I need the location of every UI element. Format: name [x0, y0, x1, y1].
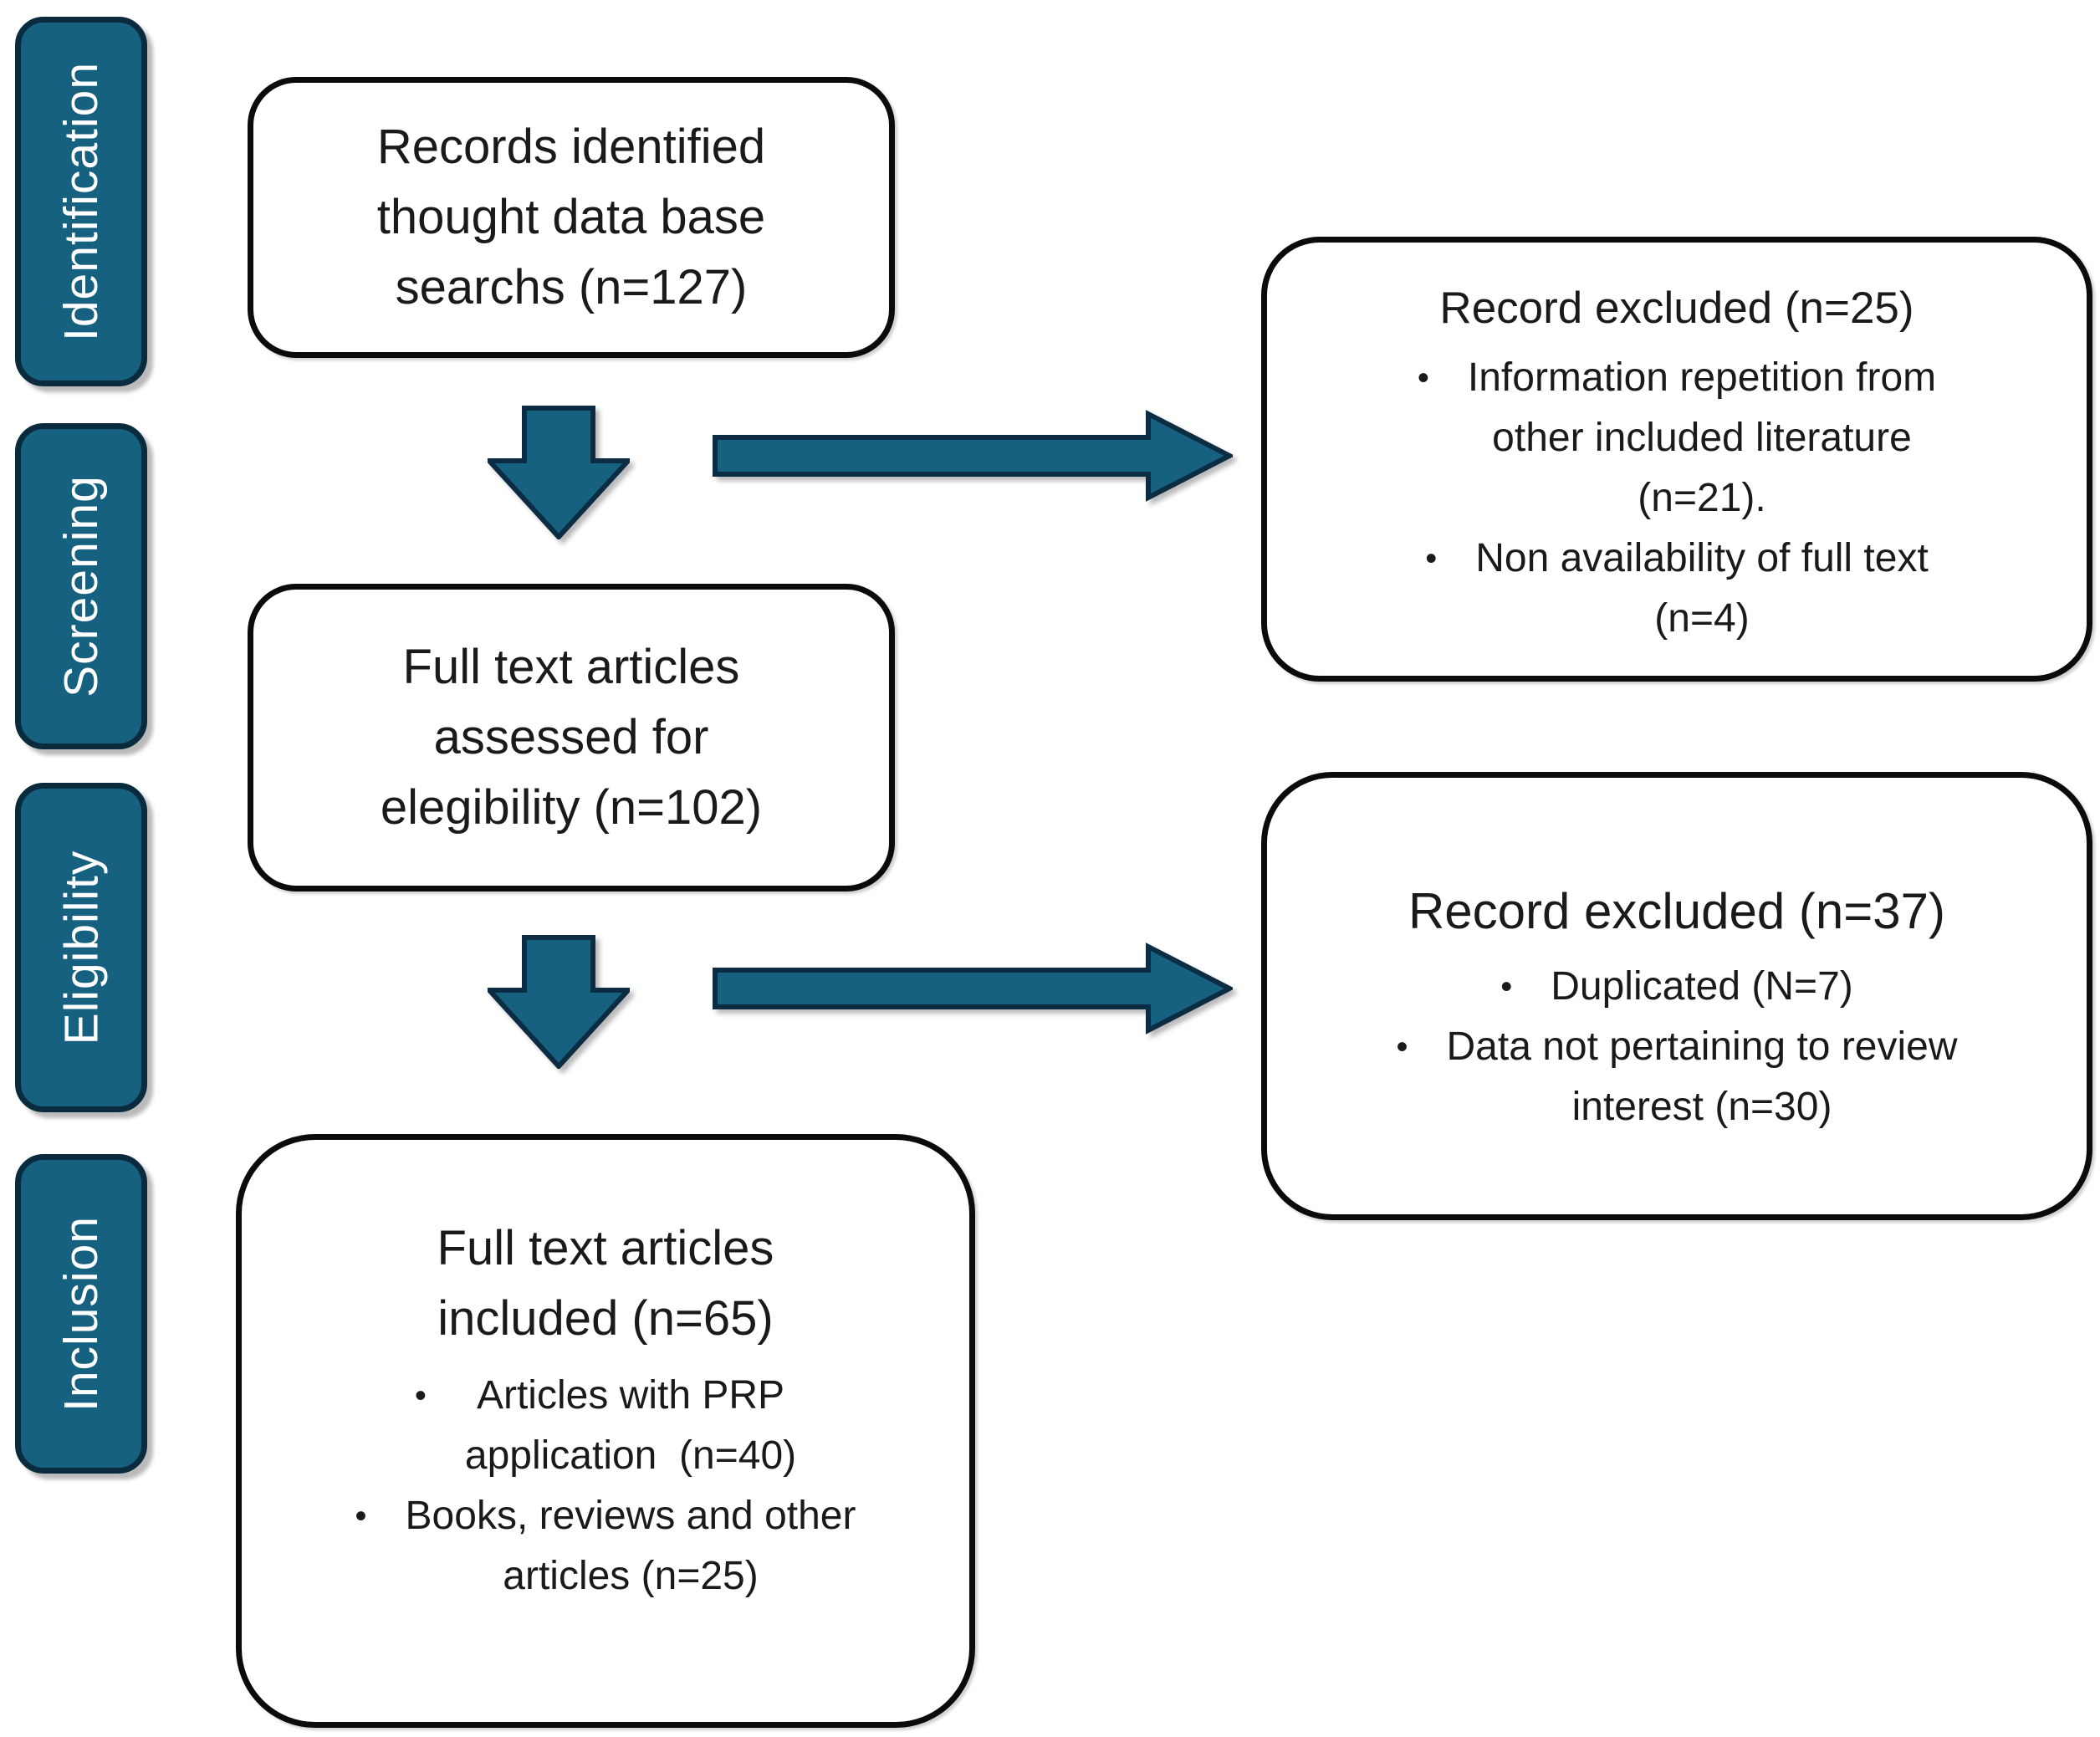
list-item: • Non availability of full text (n=4): [1289, 529, 2065, 649]
records-identified-box: Records identified thought data base sea…: [248, 77, 895, 358]
list-item-text: Data not pertaining to review interest (…: [1446, 1024, 1958, 1129]
right-arrow-icon: [713, 410, 1233, 502]
list-item: • Data not pertaining to review interest…: [1289, 1017, 2065, 1137]
records-identified-text: Records identified thought data base sea…: [376, 119, 766, 315]
fulltext-included-bullets: • Articles with PRP application (n=40) •…: [267, 1366, 944, 1607]
list-item-text: Articles with PRP application (n=40): [464, 1373, 797, 1479]
list-item: • Information repetition from other incl…: [1289, 348, 2065, 529]
bullet-icon: •: [414, 1377, 427, 1415]
list-item-text: Books, reviews and other articles (n=25): [405, 1494, 856, 1599]
records-excluded-screening-box: Record excluded (n=25) • Information rep…: [1261, 237, 2092, 682]
stage-screening: Screening: [15, 423, 147, 749]
fulltext-assessed-box: Full text articles assessed for elegibil…: [248, 584, 895, 891]
list-item: • Duplicated (N=7): [1289, 957, 2065, 1017]
stage-identification-label: Identification: [54, 61, 109, 342]
list-item: • Articles with PRP application (n=40): [267, 1366, 944, 1486]
stage-eligibility-label: Eligibility: [54, 850, 108, 1045]
right-arrow-icon: [713, 943, 1233, 1035]
fulltext-included-box: Full text articles included (n=65) • Art…: [236, 1134, 975, 1728]
list-item: • Books, reviews and other articles (n=2…: [267, 1486, 944, 1607]
list-item-text: Duplicated (N=7): [1551, 964, 1853, 1009]
stage-inclusion-label: Inclusion: [54, 1216, 108, 1412]
records-excluded-eligibility-title: Record excluded (n=37): [1408, 883, 1946, 939]
bullet-icon: •: [355, 1498, 367, 1535]
stage-screening-label: Screening: [54, 475, 109, 697]
stage-inclusion: Inclusion: [15, 1154, 147, 1474]
records-excluded-eligibility-bullets: • Duplicated (N=7) • Data not pertaining…: [1289, 957, 2065, 1137]
fulltext-assessed-text: Full text articles assessed for elegibil…: [380, 639, 763, 835]
list-item-text: Non availability of full text (n=4): [1475, 536, 1929, 641]
bullet-icon: •: [1425, 540, 1438, 578]
list-item-text: Information repetition from other includ…: [1467, 355, 1937, 521]
fulltext-included-title: Full text articles included (n=65): [437, 1221, 774, 1346]
bullet-icon: •: [1500, 968, 1513, 1005]
down-arrow-icon: [488, 935, 630, 1069]
records-excluded-screening-bullets: • Information repetition from other incl…: [1289, 348, 2065, 649]
stage-eligibility: Eligibility: [15, 783, 147, 1112]
records-excluded-eligibility-box: Record excluded (n=37) • Duplicated (N=7…: [1261, 772, 2092, 1220]
stage-identification: Identification: [15, 17, 147, 386]
bullet-icon: •: [1417, 360, 1429, 397]
down-arrow-icon: [488, 406, 630, 539]
records-excluded-screening-title: Record excluded (n=25): [1439, 284, 1914, 333]
bullet-icon: •: [1396, 1029, 1408, 1065]
